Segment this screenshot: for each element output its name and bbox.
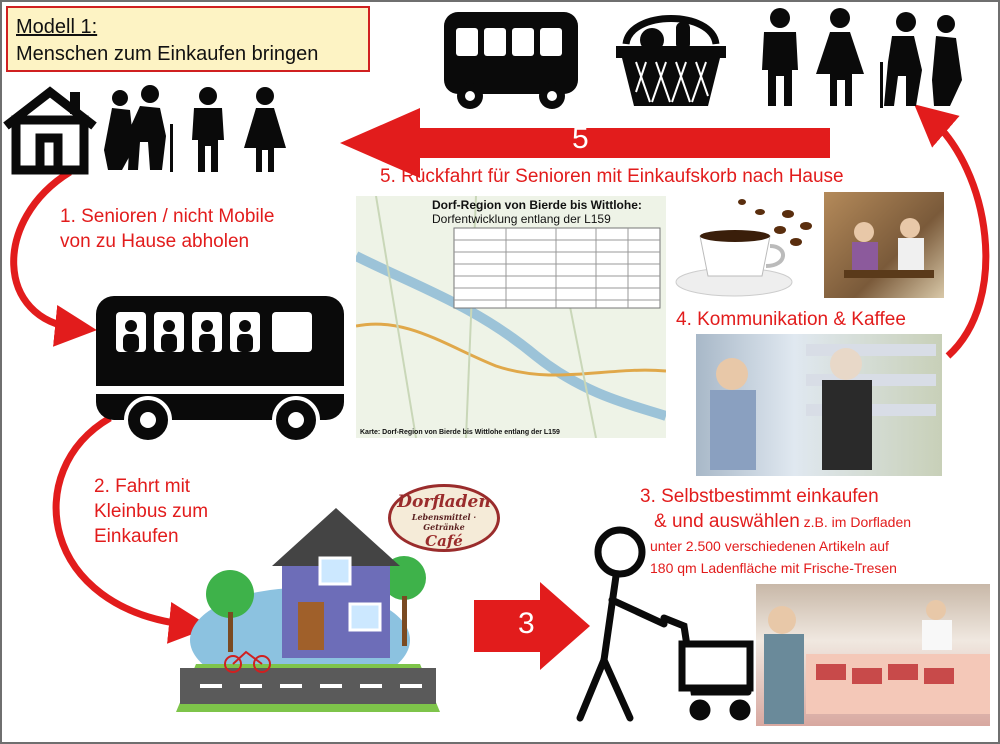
house-icon <box>3 86 97 175</box>
step-3-line-2-small: z.B. im Dorfladen <box>799 514 912 530</box>
fresh-counter-photo <box>756 584 990 726</box>
cafe-photo <box>824 192 944 298</box>
village-shop-illustration <box>176 508 440 712</box>
step-2-line-2: Kleinbus zum <box>94 501 209 522</box>
title-box: Modell 1: Menschen zum Einkaufen bringen <box>6 6 370 72</box>
shop-interior-photo <box>696 334 942 476</box>
coffee-cup-illustration <box>675 199 812 297</box>
step-1-line-2: von zu Hause abholen <box>60 231 250 252</box>
step-3-line-3: unter 2.500 verschiedenen Artikeln auf <box>650 538 889 554</box>
region-map-graphic <box>356 196 666 438</box>
curve-arrow-4 <box>914 104 990 359</box>
people-icon-left <box>104 85 286 172</box>
sign-line-1: Dorfladen <box>397 492 491 512</box>
region-map-image: Dorf-Region von Bierde bis Wittlohe: Dor… <box>356 196 666 438</box>
step-3-line-2-main: & und auswählen <box>654 511 800 532</box>
title-line-1: Modell 1: <box>16 16 98 38</box>
title-line-2: Menschen zum Einkaufen bringen <box>16 43 319 65</box>
shop-interior-graphic <box>710 344 936 470</box>
sign-line-3: Café <box>425 532 463 550</box>
step-3-line-2: & und auswählen z.B. im Dorfladen <box>640 509 911 535</box>
curve-arrow-1 <box>10 169 97 347</box>
arrow-3 <box>474 582 590 670</box>
bus-icon-large <box>96 296 344 444</box>
map-subtitle: Dorfentwicklung entlang der L159 <box>432 212 611 226</box>
step-5-label: 5. Rückfahrt für Senioren mit Einkaufsko… <box>380 166 844 187</box>
arrow-5 <box>340 108 830 178</box>
step-3-line-1: 3. Selbstbestimmt einkaufen <box>640 486 879 507</box>
step-1-label: 1. Senioren / nicht Mobile von zu Hause … <box>60 204 274 254</box>
shopper-with-cart-icon <box>576 526 754 722</box>
map-title: Dorf-Region von Bierde bis Wittlohe: <box>432 198 642 212</box>
basket-icon <box>616 15 726 106</box>
dorfladen-sign-logo: Dorfladen Lebensmittel · Getränke Café <box>388 484 500 552</box>
arrow-3-number: 3 <box>518 607 535 640</box>
fresh-counter-graphic <box>764 600 990 724</box>
curve-arrow-2 <box>52 414 211 644</box>
step-1-line-1: 1. Senioren / nicht Mobile <box>60 206 275 227</box>
sign-line-2: Lebensmittel · Getränke <box>411 512 477 532</box>
step-4-label: 4. Kommunikation & Kaffee <box>676 309 906 330</box>
map-caption: Karte: Dorf-Region von Bierde bis Wittlo… <box>360 429 560 436</box>
step-2-line-3: Einkaufen <box>94 526 179 547</box>
bus-icon-small <box>444 12 578 109</box>
people-icon-right <box>762 8 962 108</box>
cafe-photo-graphic <box>844 218 934 278</box>
step-3-label: 3. Selbstbestimmt einkaufen & und auswäh… <box>640 484 911 579</box>
step-2-label: 2. Fahrt mit Kleinbus zum Einkaufen <box>94 474 208 549</box>
step-3-line-4: 180 qm Ladenfläche mit Frische-Tresen <box>650 560 897 576</box>
arrow-5-number: 5 <box>572 122 589 155</box>
step-2-line-1: 2. Fahrt mit <box>94 476 191 497</box>
